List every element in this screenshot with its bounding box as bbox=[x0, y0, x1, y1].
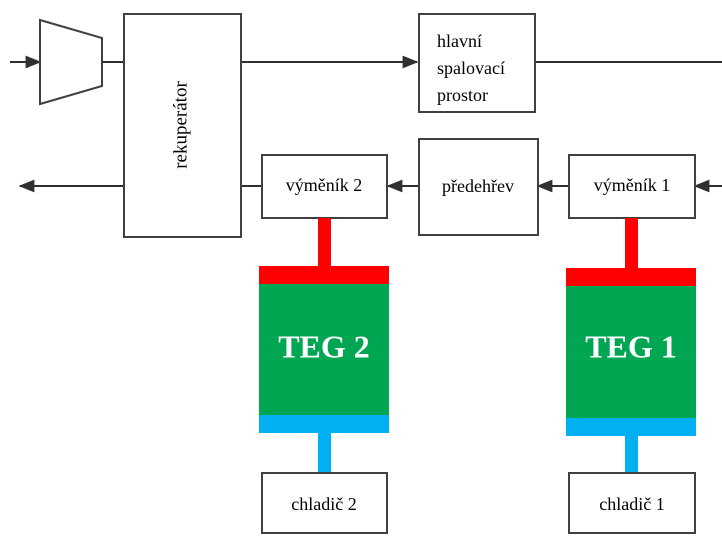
cooler-2-label: chladič 2 bbox=[291, 494, 356, 514]
exchanger-2-label: výměník 2 bbox=[286, 175, 363, 195]
recuperator-box bbox=[123, 13, 242, 238]
exchanger-1-label: výměník 1 bbox=[594, 175, 671, 195]
teg-1-cold-side bbox=[566, 418, 696, 436]
cooler-1-label: chladič 1 bbox=[599, 494, 664, 514]
teg-1-module bbox=[566, 286, 696, 418]
cooler-1-box bbox=[568, 472, 696, 534]
teg-1-label: TEG 1 bbox=[585, 328, 677, 364]
teg-2-label: TEG 2 bbox=[278, 328, 370, 364]
cooler-2-box bbox=[261, 472, 388, 534]
teg-2-cold-connector bbox=[318, 433, 331, 473]
teg-2-hot-connector bbox=[318, 218, 331, 266]
preheater-box bbox=[418, 138, 539, 236]
teg-1-hot-connector bbox=[625, 218, 638, 268]
teg-2-cold-side bbox=[259, 415, 389, 433]
teg-2-hot-side bbox=[259, 266, 389, 284]
recuperator-label: rekuperátor bbox=[170, 81, 191, 169]
combustion-chamber-line-2: spalovací bbox=[437, 58, 505, 78]
preheater-label: předehřev bbox=[442, 176, 514, 196]
combustion-chamber-line-1: hlavní bbox=[437, 31, 482, 51]
compressor-icon bbox=[39, 18, 103, 106]
teg-2-module bbox=[259, 284, 389, 415]
combustion-chamber-box bbox=[418, 13, 536, 113]
teg-1-cold-connector bbox=[625, 436, 638, 473]
combustion-chamber-line-3: prostor bbox=[437, 85, 488, 105]
teg-1-hot-side bbox=[566, 268, 696, 286]
